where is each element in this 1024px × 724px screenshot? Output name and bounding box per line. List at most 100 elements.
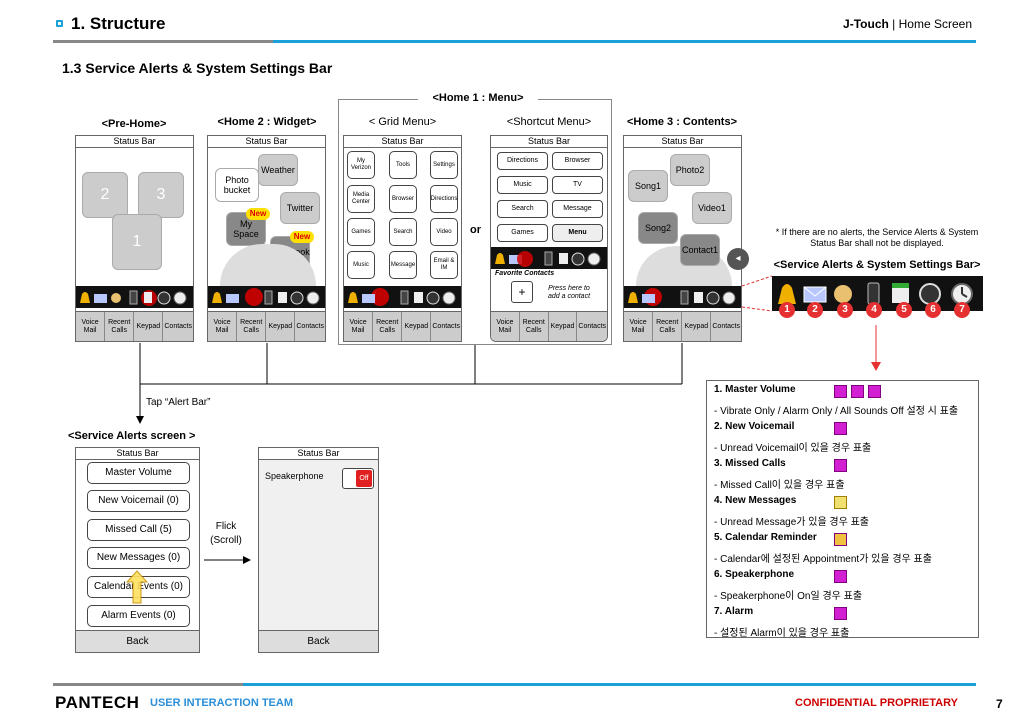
prehome-tile-1[interactable]: 1	[112, 214, 162, 270]
shortcut-menu[interactable]: Menu	[552, 224, 603, 242]
softkey-recent-calls[interactable]: Recent Calls	[237, 312, 267, 341]
alert-bar[interactable]	[624, 286, 741, 308]
scroll-left-icon[interactable]: ◂	[727, 248, 749, 270]
softkey-voice-mail[interactable]: Voice Mail	[76, 312, 106, 341]
page-number: 7	[996, 697, 1003, 711]
speakerphone-toggle[interactable]: Off	[342, 468, 374, 489]
grid-music[interactable]: Music	[347, 251, 375, 279]
softkey-recent-calls[interactable]: Recent Calls	[520, 312, 549, 341]
missed-call-icon	[834, 459, 847, 472]
widget-twitter[interactable]: Twitter	[280, 192, 320, 224]
softkey-voice-mail[interactable]: Voice Mail	[624, 312, 654, 341]
legend-desc-4: - Unread Message가 있을 경우 표출	[714, 517, 869, 528]
status-bar[interactable]: Status Bar	[259, 448, 378, 460]
grid-browser[interactable]: Browser	[389, 185, 417, 213]
grid-search[interactable]: Search	[389, 218, 417, 246]
new-voicemail-button[interactable]: New Voicemail (0)	[87, 490, 190, 512]
grid-video[interactable]: Video	[430, 218, 458, 246]
softkey-voice-mail[interactable]: Voice Mail	[208, 312, 238, 341]
status-bar[interactable]: Status Bar	[491, 136, 607, 148]
softkey-keypad[interactable]: Keypad	[549, 312, 578, 341]
shortcut-message[interactable]: Message	[552, 200, 603, 218]
prehome-phone: Status Bar 2 3 1 Voice Mail Recent Calls…	[75, 135, 194, 342]
status-bar[interactable]: Status Bar	[76, 136, 193, 148]
speakerphone-screen-phone: Status Bar Speakerphone Off Back	[258, 447, 379, 653]
softkey-contacts[interactable]: Contacts	[296, 322, 324, 330]
alert-bar[interactable]	[76, 286, 193, 308]
softkey-contacts[interactable]: Contacts	[164, 322, 192, 330]
legend-heading-7: 7. Alarm	[714, 606, 754, 617]
softkey-keypad[interactable]: Keypad	[682, 312, 712, 341]
softkey-voice-mail[interactable]: Voice Mail	[491, 312, 520, 341]
prehome-tile-3[interactable]: 3	[138, 172, 184, 218]
softkey-contacts[interactable]: Contacts	[712, 322, 740, 330]
add-contact-hint: Press here to add a contact	[547, 285, 591, 300]
widget-photo-bucket[interactable]: Photo bucket	[215, 168, 259, 202]
softkey-keypad[interactable]: Keypad	[134, 312, 164, 341]
grid-email-im[interactable]: Email & IM	[430, 251, 458, 279]
softkey-recent-calls[interactable]: Recent Calls	[653, 312, 683, 341]
grid-media-center[interactable]: Media Center	[347, 185, 375, 213]
alert-bar[interactable]	[344, 286, 461, 308]
confidential-label: CONFIDENTIAL PROPRIETARY	[795, 697, 958, 709]
shortcut-games[interactable]: Games	[497, 224, 548, 242]
grid-games[interactable]: Games	[347, 218, 375, 246]
header-rule-gray	[53, 40, 273, 43]
widget-weather[interactable]: Weather	[258, 154, 298, 186]
shortcut-directions[interactable]: Directions	[497, 152, 548, 170]
status-bar[interactable]: Status Bar	[344, 136, 461, 148]
back-button[interactable]: Back	[76, 630, 199, 652]
content-photo2[interactable]: Photo2	[670, 154, 710, 186]
prehome-tile-2[interactable]: 2	[82, 172, 128, 218]
team-name: USER INTERACTION TEAM	[150, 697, 293, 709]
missed-call-icon	[834, 285, 852, 303]
header-bullet-icon	[56, 20, 63, 27]
missed-call-button[interactable]: Missed Call (5)	[87, 519, 190, 541]
softkey-contacts[interactable]: Contacts	[578, 322, 607, 330]
grid-my-verizon[interactable]: My Verizon	[347, 151, 375, 179]
alert-bar-icons	[212, 288, 320, 306]
shortcut-search[interactable]: Search	[497, 200, 548, 218]
shortcut-menu-phone: Status Bar Directions Browser Music TV S…	[490, 135, 608, 342]
alerts-screen-phone: Status Bar Master Volume New Voicemail (…	[75, 447, 200, 653]
shortcut-tv[interactable]: TV	[552, 176, 603, 194]
grid-tools[interactable]: Tools	[389, 151, 417, 179]
scroll-up-arrow-icon	[126, 570, 148, 604]
content-contact1[interactable]: Contact1	[680, 234, 720, 266]
grid-message[interactable]: Message	[389, 251, 417, 279]
new-messages-button[interactable]: New Messages (0)	[87, 547, 190, 569]
master-volume-button[interactable]: Master Volume	[87, 462, 190, 484]
add-contact-button[interactable]: +	[511, 281, 533, 303]
softkey-keypad[interactable]: Keypad	[266, 312, 296, 341]
alarm-events-button[interactable]: Alarm Events (0)	[87, 605, 190, 627]
back-button[interactable]: Back	[259, 630, 378, 652]
grid-settings[interactable]: Settings	[430, 151, 458, 179]
softkey-voice-mail[interactable]: Voice Mail	[344, 312, 374, 341]
tap-alert-bar-label: Tap “Alert Bar”	[146, 397, 211, 408]
content-song1[interactable]: Song1	[628, 170, 668, 202]
alert-number-4: 4	[866, 302, 882, 318]
content-song2[interactable]: Song2	[638, 212, 678, 244]
softkey-recent-calls[interactable]: Recent Calls	[373, 312, 403, 341]
alert-bar[interactable]	[491, 247, 607, 269]
softkey-recent-calls[interactable]: Recent Calls	[105, 312, 135, 341]
new-badge: New	[246, 208, 270, 220]
status-bar[interactable]: Status Bar	[208, 136, 325, 148]
shortcut-music[interactable]: Music	[497, 176, 548, 194]
softkey-contacts[interactable]: Contacts	[432, 322, 460, 330]
softkey-keypad[interactable]: Keypad	[402, 312, 432, 341]
alert-bar[interactable]	[208, 286, 325, 308]
legend-heading-6: 6. Speakerphone	[714, 569, 795, 580]
legend-heading-3: 3. Missed Calls	[714, 458, 786, 469]
speaker-icon	[834, 570, 847, 583]
status-bar[interactable]: Status Bar	[624, 136, 741, 148]
status-bar[interactable]: Status Bar	[76, 448, 199, 460]
alerts-screen-title: <Service Alerts screen >	[68, 430, 196, 442]
grid-menu-title: < Grid Menu>	[368, 116, 437, 128]
shortcut-browser[interactable]: Browser	[552, 152, 603, 170]
calendar-icon	[834, 533, 847, 546]
grid-directions[interactable]: Directions	[430, 185, 458, 213]
no-alerts-note: * If there are no alerts, the Service Al…	[775, 227, 979, 248]
alert-number-5: 5	[896, 302, 912, 318]
content-video1[interactable]: Video1	[692, 192, 732, 224]
